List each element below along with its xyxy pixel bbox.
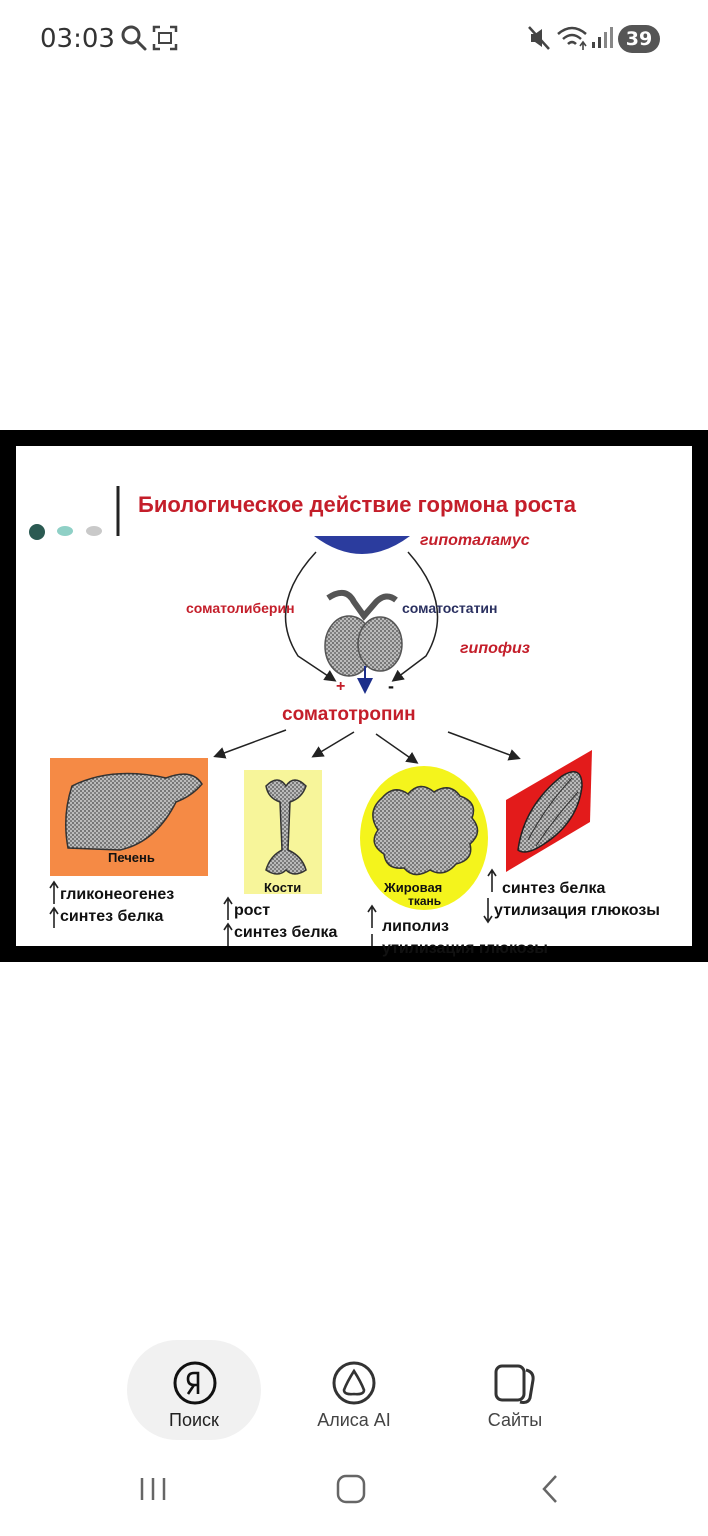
bones-label: Кости: [264, 880, 302, 895]
wifi-icon: [557, 26, 587, 50]
search-icon: [121, 25, 147, 51]
up-arrow-icon: [223, 922, 233, 946]
pituitary-stalk: [326, 589, 398, 621]
label-somatostatin: соматостатин: [402, 600, 498, 616]
pituitary-lobe-right: [357, 616, 403, 672]
bones-effect-1: рост: [234, 902, 271, 919]
fat-effect-2: утилизация глюкозы: [382, 940, 548, 957]
down-arrow-icon: [371, 934, 373, 946]
liver-effect-1: гликонеогенез: [60, 886, 175, 903]
arrow-somatoliberin: [284, 551, 337, 682]
label-somatotropin: соматотропин: [282, 704, 416, 725]
slide-image[interactable]: Биологическое действие гормона роста гип…: [0, 430, 708, 962]
status-bar: 03:03 39: [0, 0, 708, 80]
fat-label-2: ткань: [408, 894, 442, 908]
nav-alice-button[interactable]: Алиса AI: [287, 1340, 421, 1440]
screenshot-icon: [152, 25, 178, 51]
nav-search-label: Поиск: [169, 1410, 219, 1430]
up-arrow-icon: [367, 904, 377, 928]
up-arrow-icon: [49, 906, 59, 928]
label-plus: +: [336, 678, 346, 695]
hypothalamus-shape: [314, 536, 410, 554]
nav-sites-button[interactable]: Сайты: [448, 1340, 582, 1440]
nav-alice-label: Алиса AI: [317, 1410, 391, 1430]
nav-sites-label: Сайты: [487, 1410, 543, 1430]
up-arrow-icon: [487, 868, 497, 892]
fat-label-1: Жировая: [384, 880, 443, 895]
mute-icon: [528, 26, 550, 50]
decor-dot-1: [29, 524, 45, 540]
status-time: 03:03: [40, 24, 115, 54]
slide-title: Биологическое действие гормона роста: [138, 492, 576, 517]
arrow-to-liver: [213, 729, 287, 759]
liver-shape: [65, 772, 203, 851]
home-icon[interactable]: [334, 1470, 370, 1506]
back-icon[interactable]: [534, 1470, 570, 1506]
arrow-somatostatin: [391, 551, 439, 682]
alice-icon: [332, 1361, 376, 1405]
muscle-effect-1: синтез белка: [502, 880, 606, 897]
fat-effect-1: липолиз: [382, 918, 449, 935]
label-pituitary: гипофиз: [460, 640, 530, 657]
label-somatoliberin: соматолиберин: [186, 600, 295, 616]
muscle-shape: [517, 771, 583, 853]
fat-shape: [372, 785, 479, 876]
label-hypothalamus: гипоталамус: [420, 532, 530, 549]
nav-search-button[interactable]: Поиск: [127, 1340, 261, 1440]
bottom-navigation: Поиск Алиса AI Сайты: [0, 1336, 708, 1446]
yandex-icon: [173, 1361, 217, 1405]
diagram-graphics: [29, 486, 592, 946]
battery-indicator: 39: [618, 25, 660, 53]
down-arrow-icon: [483, 898, 493, 924]
decor-dot-2: [57, 526, 73, 536]
slide-content: Биологическое действие гормона роста гип…: [16, 446, 692, 957]
decor-dot-3: [86, 526, 102, 536]
up-arrow-icon: [223, 896, 233, 920]
arrow-to-bones: [311, 731, 355, 758]
arrow-to-fat: [375, 733, 419, 764]
up-arrow-icon: [49, 880, 59, 904]
bone-shape: [265, 779, 307, 875]
arrow-to-muscle: [447, 731, 521, 761]
bones-effect-2: синтез белка: [234, 924, 338, 941]
label-minus: -: [388, 676, 394, 696]
liver-effect-2: синтез белка: [60, 908, 164, 925]
muscle-fibers: [527, 777, 579, 847]
muscle-effect-2: утилизация глюкозы: [494, 902, 660, 919]
recent-apps-icon[interactable]: [136, 1470, 172, 1506]
tabs-icon: [494, 1364, 535, 1404]
liver-label: Печень: [108, 850, 155, 865]
signal-icon: [592, 27, 613, 48]
